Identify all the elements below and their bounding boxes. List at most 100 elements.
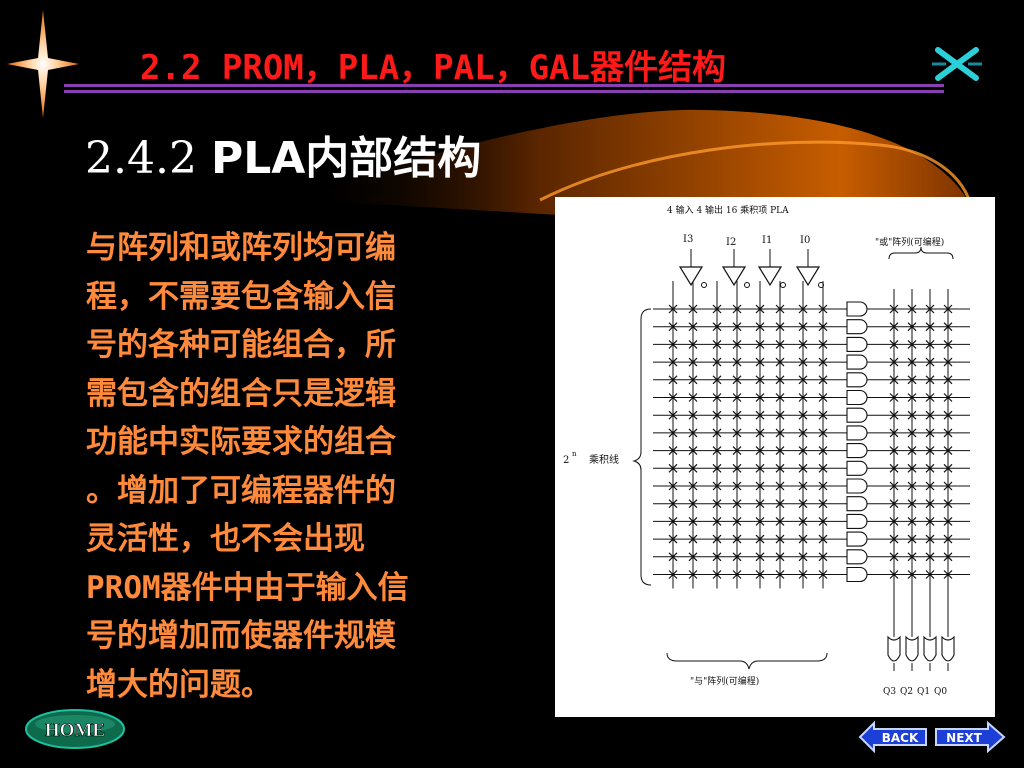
fuse-mark <box>798 570 808 579</box>
fuse-mark <box>775 339 785 349</box>
fuse-mark <box>775 357 785 367</box>
fuse-mark <box>755 357 765 367</box>
fuse-mark <box>775 534 785 544</box>
body-line: 与阵列和或阵列均可编 <box>86 230 396 266</box>
output-label-q3: Q3 <box>883 687 896 697</box>
title-rule-top <box>64 84 944 87</box>
body-paragraph: 与阵列和或阵列均可编 程，不需要包含输入信 号的各种可能组合，所 需包含的组合只… <box>86 224 496 709</box>
body-line: PROM器件中由于输入信 <box>86 569 409 606</box>
input-buffer-icon <box>721 266 747 287</box>
slide-title: 2.2 PROM，PLA，PAL，GAL器件结构 <box>140 48 726 88</box>
body-line: 程，不需要包含输入信 <box>86 278 396 315</box>
fuse-mark <box>688 428 698 438</box>
fuse-mark <box>775 410 785 420</box>
fuse-mark <box>732 304 742 314</box>
back-button[interactable]: BACK <box>858 720 928 754</box>
fuse-mark <box>775 463 785 473</box>
fuse-mark <box>688 534 698 544</box>
fuse-mark <box>818 463 828 473</box>
fuse-mark <box>798 393 808 402</box>
input-label-i1: I1 <box>762 235 772 246</box>
fuse-mark <box>775 304 785 314</box>
and-gate-icon <box>846 460 868 476</box>
pla-wiring <box>632 246 970 671</box>
fuse-mark <box>798 410 808 420</box>
or-array-label: "或"阵列(可编程) <box>875 236 944 248</box>
body-line: 功能中实际要求的组合 <box>86 424 396 460</box>
fuse-mark <box>775 446 785 456</box>
fuse-mark <box>798 481 808 491</box>
fuse-mark <box>712 552 722 562</box>
fuse-mark <box>818 339 828 349</box>
fuse-mark <box>712 463 722 473</box>
fuse-mark <box>818 410 828 420</box>
product-count-base: 2 <box>563 455 569 466</box>
back-button-label: BACK <box>882 731 919 745</box>
inverter-bubble-icon <box>780 282 786 288</box>
fuse-mark <box>755 499 765 509</box>
output-label-q1: Q1 <box>917 687 930 697</box>
next-button[interactable]: NEXT <box>934 720 1006 754</box>
and-gate-icon <box>846 443 868 459</box>
or-gate-icon <box>941 635 955 662</box>
fuse-mark <box>688 481 698 491</box>
fuse-mark <box>712 357 722 367</box>
fuse-mark <box>818 393 828 402</box>
pla-diagram: 4 输入 4 输出 16 乘积项 PLA I3 I2 I1 I0 "或"阵列(可… <box>555 197 995 717</box>
fuse-mark <box>668 357 678 367</box>
fuse-mark <box>755 446 765 456</box>
fuse-mark <box>668 410 678 420</box>
fuse-mark <box>688 516 698 526</box>
fuse-mark <box>688 393 698 402</box>
fuse-mark <box>818 304 828 314</box>
fuse-mark <box>732 393 742 402</box>
or-gate-icon <box>905 635 919 662</box>
fuse-mark <box>818 481 828 491</box>
fuse-mark <box>712 304 722 314</box>
inverter-bubble-icon <box>701 282 707 288</box>
fuse-mark <box>668 375 678 385</box>
figure-caption: 4 输入 4 输出 16 乘积项 PLA <box>667 204 789 216</box>
input-buffer-icon <box>795 266 821 287</box>
fuse-mark <box>775 393 785 402</box>
product-count-exponent: n <box>572 450 577 458</box>
input-label-i2: I2 <box>726 237 736 248</box>
fuse-mark <box>775 516 785 526</box>
and-gate-icon <box>846 301 868 317</box>
fuse-mark <box>688 552 698 562</box>
product-lines-brace <box>632 308 652 586</box>
output-label-q0: Q0 <box>934 687 947 697</box>
and-gate-icon <box>846 336 868 352</box>
fuse-mark <box>732 552 742 562</box>
fuse-mark <box>798 499 808 509</box>
fuse-mark <box>668 446 678 456</box>
ornamental-x-icon[interactable] <box>928 42 986 86</box>
and-array-brace <box>666 652 828 670</box>
fuse-mark <box>818 322 828 332</box>
fuse-mark <box>668 481 678 491</box>
fuse-mark <box>755 552 765 562</box>
four-point-star-icon <box>7 10 79 118</box>
input-buffer-icon <box>678 266 704 287</box>
fuse-mark <box>755 410 765 420</box>
fuse-mark <box>818 534 828 544</box>
fuse-mark <box>775 481 785 491</box>
home-button[interactable]: HOME <box>24 708 126 750</box>
fuse-mark <box>818 499 828 509</box>
fuse-mark <box>798 304 808 314</box>
title-rule-bottom <box>64 90 944 93</box>
fuse-mark <box>732 481 742 491</box>
fuse-mark <box>688 357 698 367</box>
and-gate-icon <box>846 496 868 512</box>
fuse-mark <box>712 375 722 385</box>
body-line: 号的增加而使器件规模 <box>86 618 396 654</box>
fuse-mark <box>818 570 828 579</box>
input-buffer-icon <box>757 266 783 287</box>
fuse-mark <box>732 375 742 385</box>
fuse-mark <box>818 428 828 438</box>
fuse-mark <box>798 339 808 349</box>
fuse-mark <box>732 570 742 579</box>
body-line: 增大的问题。 <box>86 666 272 703</box>
fuse-mark <box>732 534 742 544</box>
inverter-bubble-icon <box>744 282 750 288</box>
